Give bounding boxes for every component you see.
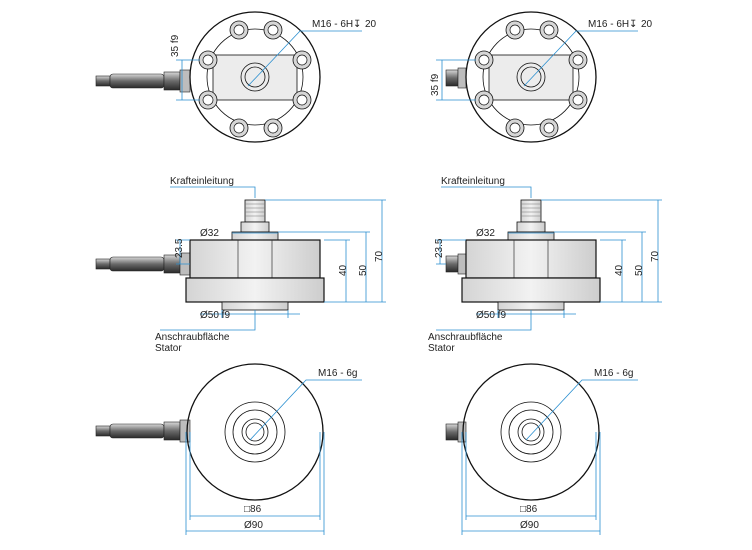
depth-symbol-left-top: ↧ [353, 19, 361, 30]
bottom-view-right: M16 - 6g □86 Ø90 [445, 363, 638, 535]
side-view-right: Krafteinleitung Ø32 23.5 40 50 70 Ø50 f9… [428, 176, 662, 354]
thread-label-right-top: M16 - 6H [588, 19, 629, 30]
square-label-left: □86 [244, 504, 262, 515]
dia-top-label-left: Ø32 [200, 228, 219, 239]
mount-label2-right: Stator [428, 343, 455, 354]
cable-left-top [95, 69, 191, 93]
mount-label1-left: Anschraubfläche [155, 332, 230, 343]
thread-label-right-bottom: M16 - 6g [594, 368, 633, 379]
h40-label-left: 40 [338, 264, 349, 276]
connector-right-side [445, 253, 467, 275]
h70-label-left: 70 [374, 250, 385, 262]
connector-right-top [445, 67, 467, 89]
force-label-left: Krafteinleitung [170, 176, 234, 187]
dia-top-label-right: Ø32 [476, 228, 495, 239]
cable-left-bottom [95, 419, 191, 443]
force-label-right: Krafteinleitung [441, 176, 505, 187]
h70-label-right: 70 [650, 250, 661, 262]
pitch-label-left-top: 35 f9 [170, 34, 181, 57]
bolt-holes-right-top [474, 20, 588, 138]
square-label-right: □86 [520, 504, 538, 515]
h50-label-right: 50 [634, 264, 645, 276]
top-view-left: M16 - 6H ↧ 20 35 f9 [95, 11, 377, 143]
h50-label-left: 50 [358, 264, 369, 276]
depth-symbol-right-top: ↧ [629, 19, 637, 30]
bolt-holes-left-top [198, 20, 312, 138]
dia-bottom-label-left: Ø50 f9 [200, 310, 230, 321]
mount-label2-left: Stator [155, 343, 182, 354]
h40-label-right: 40 [614, 264, 625, 276]
right-column: M16 - 6H ↧ 20 35 f9 Krafteinleitung Ø32 [428, 11, 662, 535]
h-left-label-right: 23.5 [434, 238, 445, 258]
thread-label-left-top: M16 - 6H [312, 19, 353, 30]
h-left-label-left: 23.5 [174, 238, 185, 258]
depth-label-right-top: 20 [641, 19, 653, 30]
side-view-left: Krafteinleitung Ø32 23.5 40 50 70 Ø50 f9… [95, 176, 386, 354]
dia-bottom-label-right: Ø50 f9 [476, 310, 506, 321]
top-view-right: M16 - 6H ↧ 20 35 f9 [430, 11, 653, 143]
bottom-view-left: M16 - 6g □86 Ø90 [95, 363, 362, 535]
mount-label1-right: Anschraubfläche [428, 332, 503, 343]
depth-label-left-top: 20 [365, 19, 377, 30]
dia-outer-label-right: Ø90 [520, 520, 539, 531]
pitch-label-right-top: 35 f9 [430, 73, 441, 96]
thread-label-left-bottom: M16 - 6g [318, 368, 357, 379]
dia-outer-label-left: Ø90 [244, 520, 263, 531]
left-column: M16 - 6H ↧ 20 35 f9 [95, 11, 386, 535]
